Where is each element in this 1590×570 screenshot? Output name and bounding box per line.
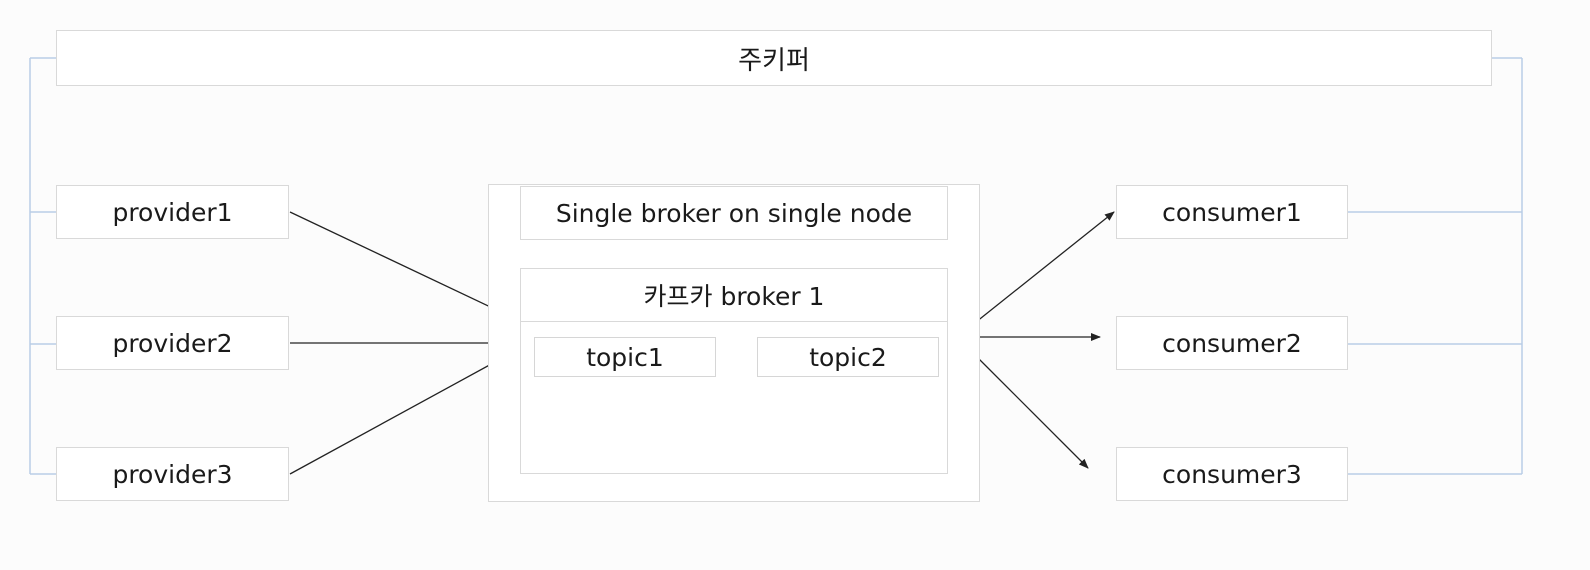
kafka-broker-title-box: 카프카 broker 1	[520, 268, 948, 322]
provider-box: provider2	[56, 316, 289, 370]
kafka-broker-title: 카프카 broker 1	[643, 282, 825, 311]
arrow-provider3-to-broker	[289, 355, 507, 475]
arrow-provider1-to-broker	[289, 211, 521, 322]
zookeeper-connector-left	[29, 57, 56, 475]
consumer-label: consumer2	[1162, 328, 1302, 358]
topic-label: topic2	[809, 342, 887, 372]
consumer-label: consumer3	[1162, 459, 1302, 489]
arrow-broker-to-consumer3	[959, 339, 1089, 469]
consumer-box: consumer2	[1116, 316, 1348, 370]
arrow-broker-to-consumer1	[955, 211, 1115, 339]
provider-box: provider3	[56, 447, 289, 501]
topic-box: topic2	[757, 337, 939, 377]
consumer-label: consumer1	[1162, 197, 1302, 227]
zookeeper-connector-right	[1348, 57, 1523, 475]
provider-label: provider2	[112, 328, 233, 358]
zookeeper-box: 주키퍼	[56, 30, 1492, 86]
broker-group-title: Single broker on single node	[555, 198, 913, 228]
topic-label: topic1	[586, 342, 664, 372]
consumer-box: consumer1	[1116, 185, 1348, 239]
broker-group-title-box: Single broker on single node	[520, 186, 948, 240]
zookeeper-label: 주키퍼	[738, 45, 810, 76]
topic-box: topic1	[534, 337, 716, 377]
provider-label: provider3	[112, 459, 233, 489]
consumer-box: consumer3	[1116, 447, 1348, 501]
provider-box: provider1	[56, 185, 289, 239]
provider-label: provider1	[112, 197, 233, 227]
